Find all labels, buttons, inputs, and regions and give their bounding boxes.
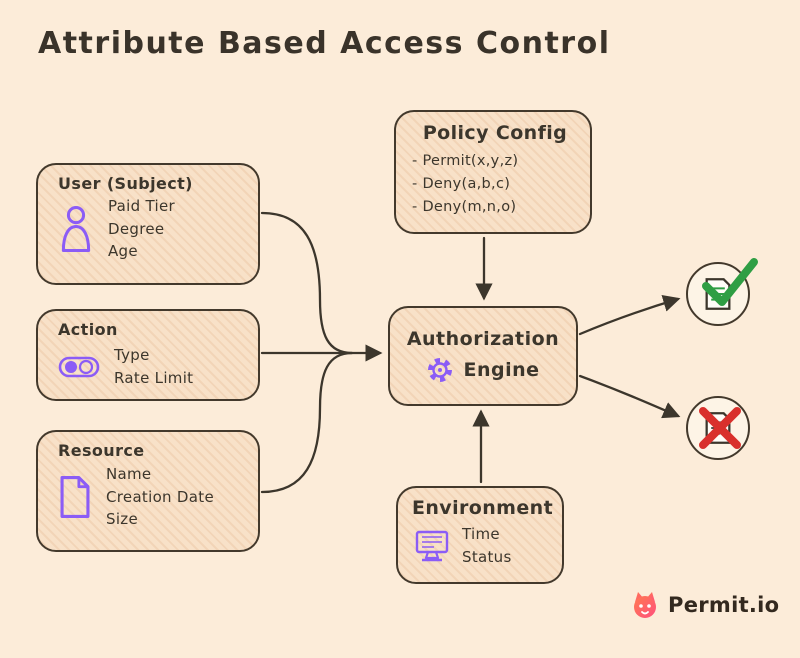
arrow-engine-to-deny [578, 374, 681, 419]
node-item: Creation Date [106, 487, 214, 506]
node-item: Rate Limit [114, 368, 194, 387]
computer-icon [412, 529, 452, 563]
node-policy-title: Policy Config [422, 122, 568, 144]
node-action-title: Action [58, 320, 118, 339]
node-item: Size [106, 510, 138, 528]
policy-rule: - Deny(m,n,o) [412, 199, 517, 216]
gear-icon [426, 356, 454, 384]
node-authorization-engine: Authorization Engine [388, 306, 578, 406]
node-resource: Resource Name Creation Date Size [36, 430, 260, 552]
check-icon [702, 258, 758, 306]
node-item: Type [114, 346, 150, 364]
node-action: Action Type Rate Limit [36, 309, 260, 401]
person-icon [58, 205, 94, 253]
node-user-title: User (Subject) [58, 174, 193, 193]
engine-title-line2: Engine [463, 359, 540, 381]
policy-rule: - Deny(a,b,c) [412, 176, 511, 193]
node-item: Paid Tier [108, 197, 175, 215]
node-user: User (Subject) Paid Tier Degree Age [36, 163, 260, 285]
x-icon [699, 407, 741, 449]
node-environment: Environment Time Status [396, 486, 564, 584]
toggle-icon [58, 355, 100, 379]
arrow-engine-to-allow [578, 294, 681, 336]
node-policy-config: Policy Config - Permit(x,y,z) - Deny(a,b… [394, 110, 592, 234]
node-resource-title: Resource [58, 441, 145, 460]
permit-logo-icon [630, 590, 660, 620]
engine-title-line1: Authorization [406, 328, 560, 350]
arrow-user-to-engine [260, 211, 354, 355]
branding: Permit.io [630, 590, 779, 620]
arrow-resource-to-engine [260, 351, 354, 494]
logo-text: Permit.io [668, 593, 780, 617]
node-environment-title: Environment [412, 497, 554, 519]
node-item: Name [106, 465, 152, 483]
document-icon [58, 475, 92, 519]
node-item: Age [108, 242, 138, 260]
node-item: Time [462, 525, 500, 543]
node-item: Status [462, 547, 512, 566]
policy-rule: - Permit(x,y,z) [412, 153, 519, 169]
page-title: Attribute Based Access Control [38, 26, 611, 61]
node-item: Degree [108, 219, 165, 238]
